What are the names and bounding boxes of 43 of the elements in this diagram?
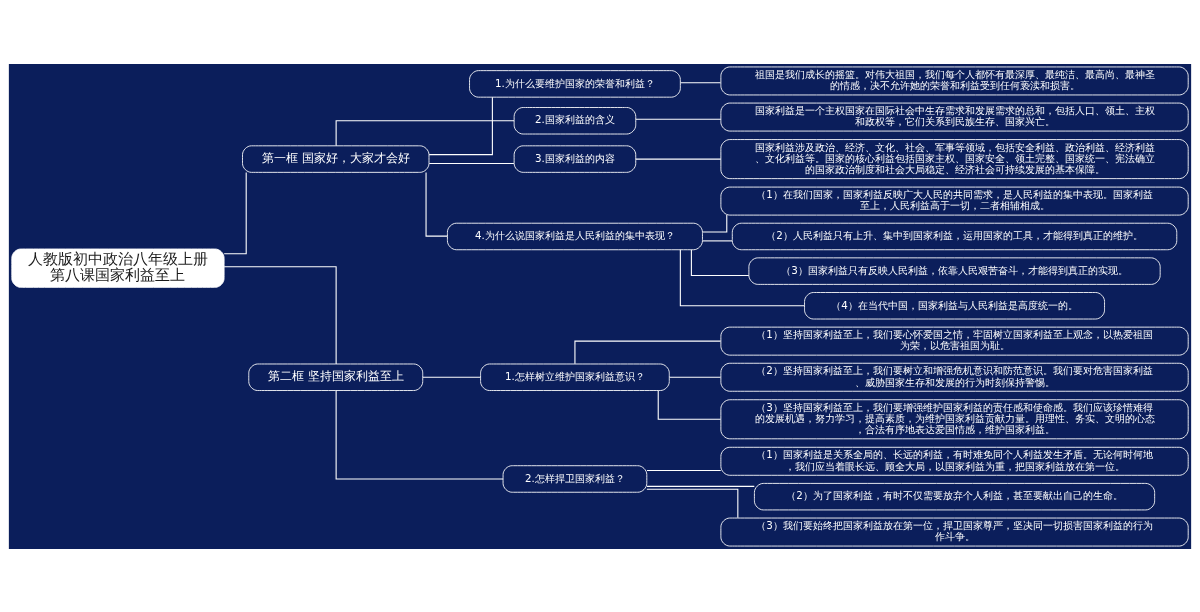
node-box: 2.怎样捍卫国家利益？ (502, 464, 648, 493)
node-box: 国家利益涉及政治、经济、文化、社会、军事等领域，包括安全利益、政治利益、经济利益、文化利益等。国家的核心利益包括国家主权、国家安全、领土完整、国家统一、宪法确立的国家政治制度和社会大局稳定、经济社会可持续发展的基本保障。 (720, 138, 1189, 179)
connector (690, 248, 750, 276)
node-box: （2）坚持国家利益至上，我们要树立和增强危机意识和防范意识。我们要对危害国家利益、威胁国家生存和发展的行为时刻保持警惕。 (720, 362, 1189, 392)
node-box: （2）为了国家利益，有时不仅需要放弃个人利益，甚至要献出自己的生命。 (753, 482, 1156, 510)
connector (428, 162, 515, 164)
node-box: （2）人民利益只有上升、集中到国家利益，运用国家的工具，才能得到真正的维护。 (731, 222, 1178, 250)
connector (223, 171, 247, 254)
connector (679, 81, 722, 83)
connector (574, 340, 722, 364)
connector (679, 248, 805, 306)
connector (422, 376, 482, 378)
node-box: 祖国是我们成长的摇篮。对伟大祖国，我们每个人都怀有最深厚、最纯洁、最高尚、最神圣的情感，决不允许她的荣誉和利益受到任何亵渎和损害。 (720, 66, 1189, 95)
connector (646, 488, 739, 518)
connector (223, 265, 337, 364)
node-box: 国家利益是一个主权国家在国际社会中生存需求和发展需求的总和，包括人口、领土、主权和政权等，它们关系到民族生存、国家兴亡。 (720, 102, 1189, 131)
node-box: 4.为什么说国家利益是人民利益的集中表现？ (447, 222, 703, 250)
node-box: （3）坚持国家利益至上，我们要增强维护国家利益的责任感和使命感。我们应该珍惜难得的发展机遇，努力学习，提高素质，为维护国家利益贡献力量。用理性、务实、文明的心态，合法有序地表达爱国情感，维护国家利益。 (720, 398, 1189, 439)
node-box: （1）国家利益是关系全局的、长远的利益，有时难免同个人利益发生矛盾。无论何时何地，我们应当着眼长远、顾全大局，以国家利益为重，把国家利益放在第一位。 (720, 446, 1189, 476)
connector (657, 389, 722, 420)
node-box: 2.国家利益的含义 (513, 106, 637, 134)
node-box: 1.为什么要维护国家的荣誉和利益？ (469, 69, 681, 98)
node-box: （1）坚持国家利益至上，我们要心怀爱国之情，牢固树立国家利益至上观念，以热爱祖国为荣，以危害祖国为耻。 (720, 326, 1189, 356)
connector (335, 389, 504, 480)
connector (335, 119, 515, 146)
node-box: （3）我们要始终把国家利益放在第一位，捍卫国家尊严，坚决同一切损害国家利益的行为作斗争。 (720, 517, 1189, 546)
node-box: （4）在当代中国，国家利益与人民利益是高度统一的。 (804, 291, 1105, 319)
connector (702, 239, 733, 241)
node-box: （3）国家利益只有反映人民利益，依靠人民艰苦奋斗，才能得到真正的实现。 (748, 256, 1161, 285)
node-box: 3.国家利益的内容 (513, 144, 637, 173)
connector (428, 96, 493, 155)
connector (635, 118, 722, 120)
node-box: 1.怎样树立维护国家利益意识？ (480, 363, 670, 391)
connector (646, 485, 755, 487)
connector (635, 158, 722, 160)
connector (702, 214, 728, 233)
node-box: 第二框 坚持国家利益至上 (248, 363, 424, 391)
connector (668, 376, 722, 378)
node-box: 第一框 国家好，大家才会好 (242, 144, 430, 173)
node-box: 人教版初中政治八年级上册第八课国家利益至上 (11, 248, 225, 288)
node-box: （1）在我们国家，国家利益反映广大人民的共同需求，是人民利益的集中表现。国家利益至上，人民利益高于一切，二者相辅相成。 (720, 186, 1189, 216)
connector (425, 171, 448, 237)
connector (646, 469, 722, 471)
